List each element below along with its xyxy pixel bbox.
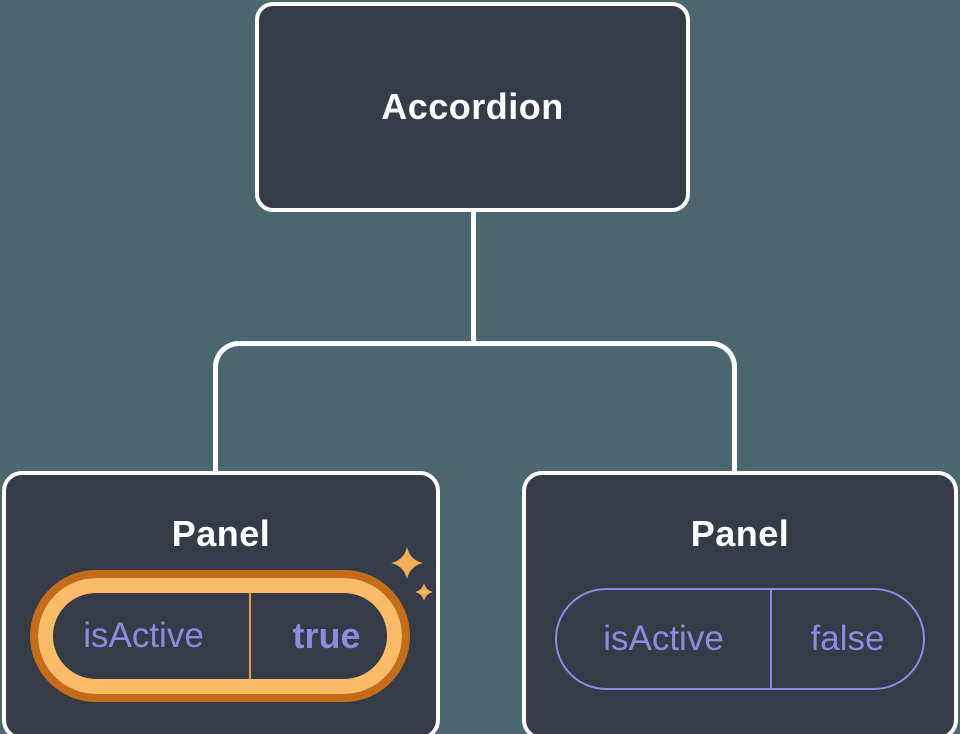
pill-divider [770, 590, 772, 688]
connector-stem [471, 210, 476, 344]
prop-name: isActive [603, 619, 724, 658]
prop-value: false [810, 619, 885, 658]
panel-node-label: Panel [171, 513, 271, 554]
panel-node-active: Panel isActive true [2, 471, 440, 734]
prop-pill-active: isActive true [30, 570, 410, 702]
sparkles-icon [391, 547, 433, 601]
prop-name: isActive [83, 616, 204, 655]
accordion-node-label: Accordion [381, 86, 564, 127]
accordion-node: Accordion [255, 2, 690, 212]
prop-value: true [292, 615, 361, 656]
panel-node-inactive: Panel isActive false [522, 471, 958, 734]
connector-bracket [213, 341, 737, 472]
prop-pill-inactive: isActive false [555, 588, 925, 690]
pill-divider [249, 593, 251, 679]
panel-node-label: Panel [690, 513, 790, 554]
